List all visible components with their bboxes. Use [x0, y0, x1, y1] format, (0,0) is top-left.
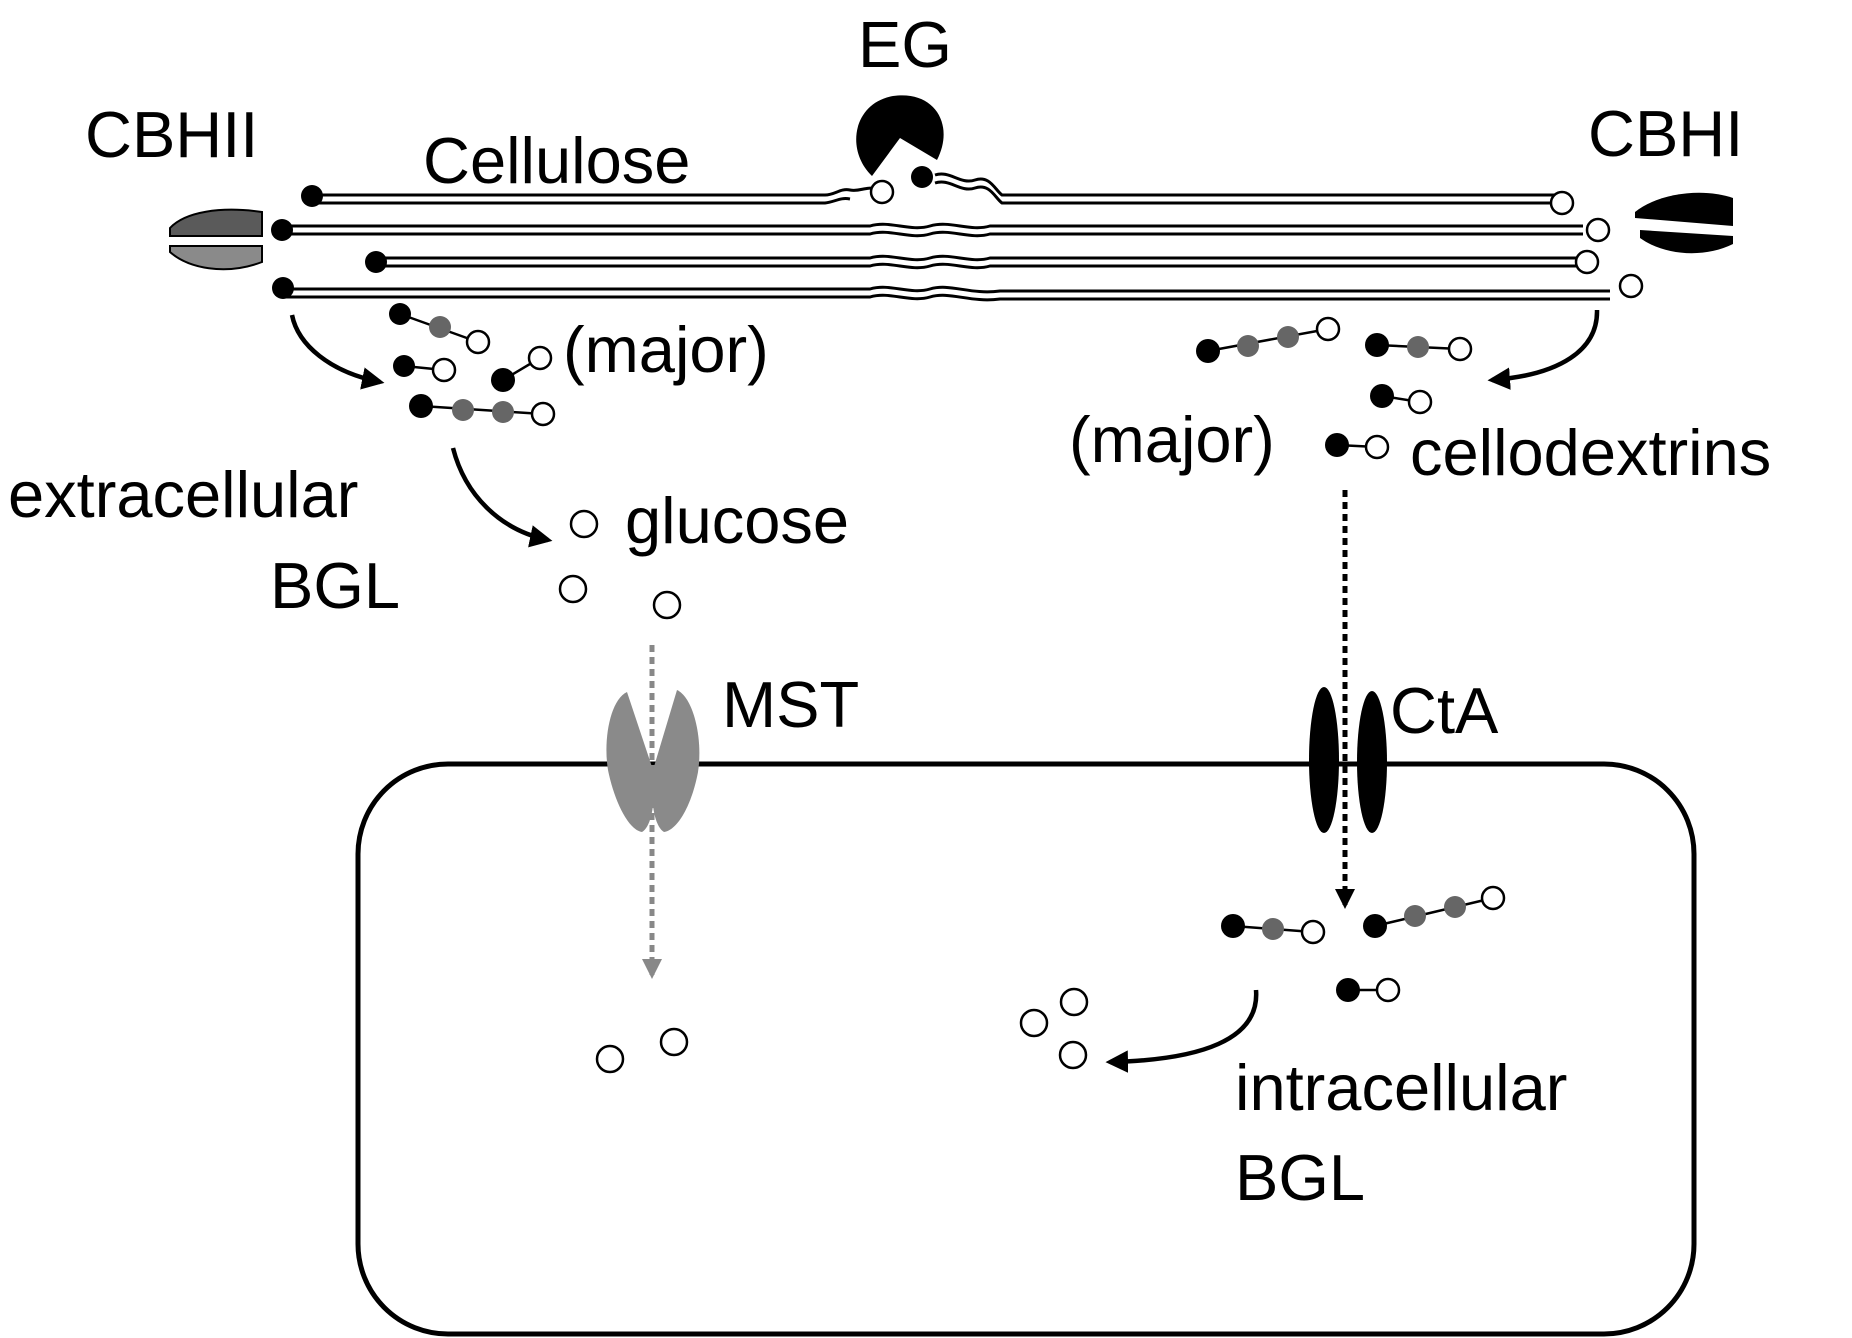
- mst-transporter-icon: [606, 690, 700, 832]
- eg-enzyme-icon: [856, 95, 944, 176]
- cellodextrin-cluster-right: [1196, 316, 1473, 460]
- eg-label: EG: [858, 8, 952, 81]
- glucose-extracellular: [558, 509, 682, 620]
- cellodextrins-label: cellodextrins: [1410, 416, 1771, 489]
- fibril-end-residues: [271, 166, 1644, 299]
- intracellular-bgl-label-line1: intracellular: [1235, 1051, 1567, 1124]
- cbhi-to-cellodextrin-arrow: [1487, 309, 1600, 390]
- cellulose-label: Cellulose: [423, 124, 690, 197]
- cbhii-label: CBHII: [85, 98, 258, 171]
- extracellular-bgl-label-line1: extracellular: [8, 458, 358, 531]
- extracellular-bgl-arrow: [450, 447, 553, 548]
- cellodextrin-cluster-left: [389, 303, 556, 427]
- glucose-intracellular: [595, 987, 1089, 1074]
- cta-label: CtA: [1390, 674, 1499, 747]
- mst-label: MST: [722, 668, 859, 741]
- major-label-right: (major): [1069, 403, 1275, 476]
- extracellular-bgl-label-line2: BGL: [270, 549, 400, 622]
- cbhii-enzyme-icon: [169, 208, 263, 271]
- cbhi-label: CBHI: [1588, 97, 1743, 170]
- cellulose-fibrils: [285, 172, 1610, 302]
- cellodextrin-intracellular: [1221, 885, 1506, 1003]
- intracellular-bgl-label-line2: BGL: [1235, 1141, 1365, 1214]
- cbhii-to-cellodextrin-arrow: [289, 314, 385, 390]
- cbhi-enzyme-icon: [1635, 192, 1733, 254]
- cta-transporter-icon: [1309, 687, 1387, 833]
- major-label-left: (major): [563, 313, 769, 386]
- cell-membrane: [355, 761, 1697, 1337]
- glucose-label: glucose: [625, 484, 849, 557]
- intracellular-bgl-arrow: [1105, 989, 1259, 1073]
